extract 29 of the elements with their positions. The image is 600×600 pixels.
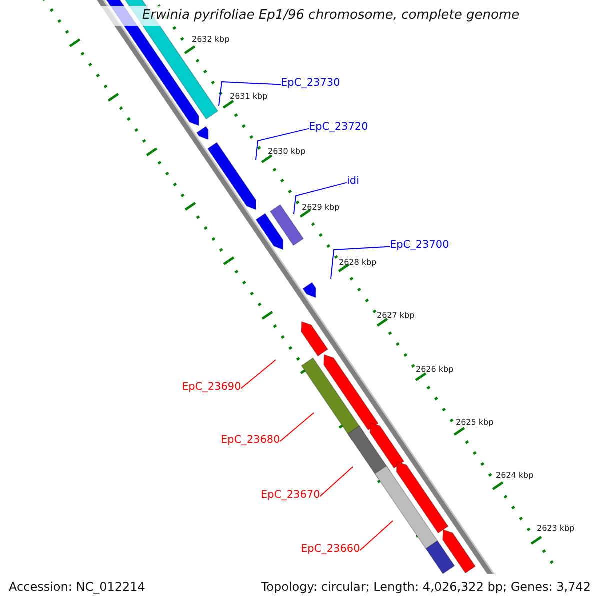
gene-label: EpC_23700	[390, 239, 450, 252]
leader-line	[320, 466, 354, 498]
leader-line	[218, 81, 282, 106]
leader-line	[294, 182, 348, 214]
scale-label: 2628 kbp	[339, 258, 377, 268]
scale-label: 2629 kbp	[302, 203, 340, 213]
gene-label: EpC_23660	[301, 543, 360, 556]
scale-label: 2624 kbp	[496, 471, 534, 481]
scale-label: 2626 kbp	[416, 365, 454, 375]
map-title: Erwinia pyrifoliae Ep1/96 chromosome, complete genome	[142, 8, 520, 24]
leader-line	[256, 128, 310, 160]
scale-label: 2623 kbp	[537, 524, 575, 534]
gene-label: EpC_23690	[182, 381, 242, 394]
gene-label: idi	[347, 175, 360, 188]
scale-label: 2627 kbp	[377, 311, 415, 321]
leader-line	[240, 360, 276, 390]
gene-label: EpC_23730	[281, 77, 340, 90]
footer-info: Accession: NC_012214	[9, 580, 146, 594]
leader-line	[360, 520, 394, 552]
scale-label: 2630 kbp	[268, 147, 306, 157]
scale-label: 2625 kbp	[456, 418, 494, 428]
gene-label: EpC_23670	[261, 489, 320, 502]
scale-label: 2631 kbp	[230, 92, 268, 102]
leader-line	[330, 246, 390, 280]
gene-label: EpC_23720	[309, 121, 368, 134]
scale-label: 2632 kbp	[192, 35, 230, 45]
gene-label: EpC_23680	[221, 434, 280, 447]
footer-info: Topology: circular; Length: 4,026,322 bp; Genes: 3,742	[261, 580, 591, 594]
leader-line	[280, 412, 314, 442]
